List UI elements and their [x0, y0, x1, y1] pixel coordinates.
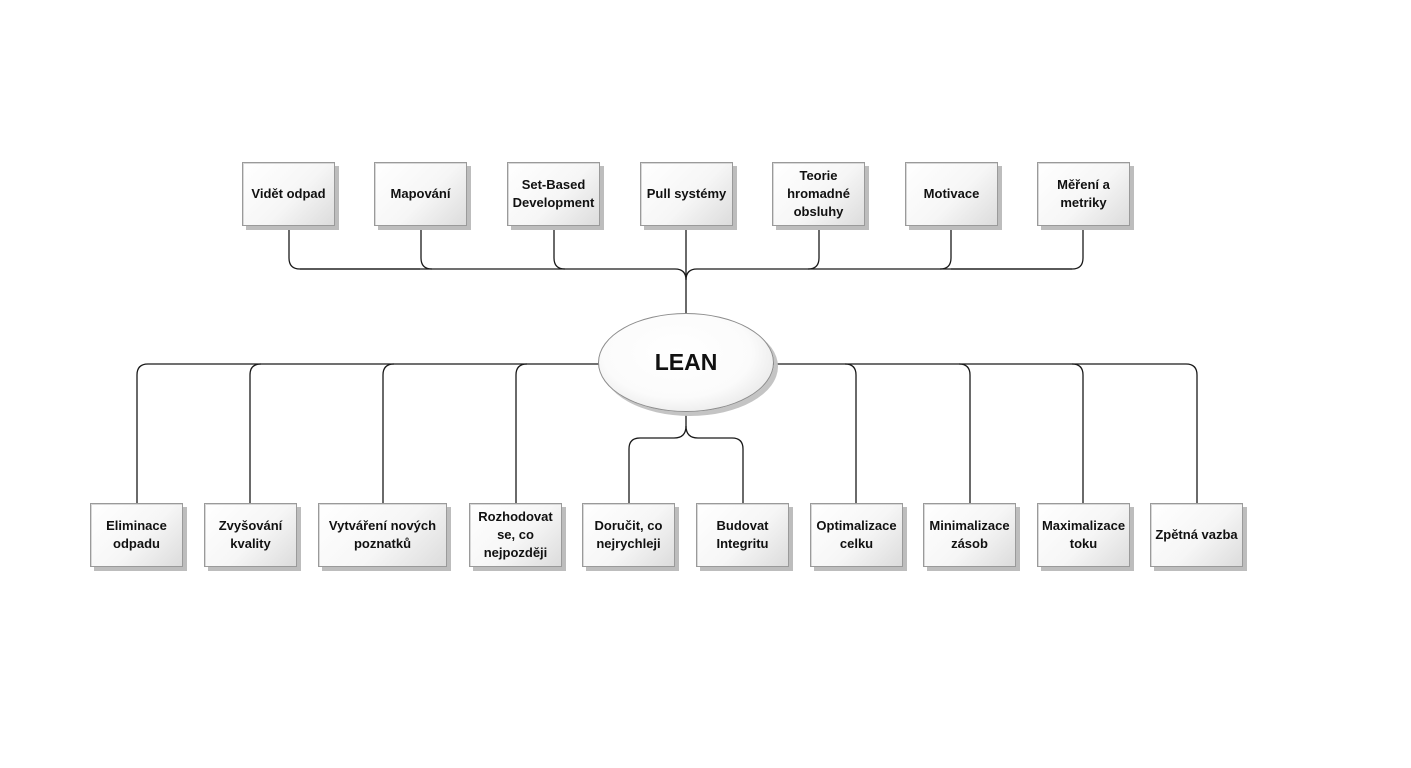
- connector-bottom-2: [249, 363, 262, 503]
- node-set-based-development: Set-Based Development: [507, 162, 600, 226]
- center-label: LEAN: [654, 349, 718, 375]
- connector-bottom-4: [515, 363, 528, 503]
- node-label: Minimalizace zásob: [929, 518, 1010, 551]
- node-label: Set-Based Development: [512, 177, 595, 210]
- node-dorucit-co-nejrychleji: Doručit, co nejrychleji: [582, 503, 675, 567]
- connector-bottom-8: [958, 363, 971, 503]
- connector-bottom-center: [628, 412, 687, 503]
- node-label: Zvyšování kvality: [218, 518, 283, 551]
- node-budovat-integritu: Budovat Integritu: [696, 503, 789, 567]
- node-label: Vidět odpad: [251, 186, 326, 201]
- connector-top-7: [951, 227, 1084, 270]
- node-label: Motivace: [923, 186, 980, 201]
- node-label: Vytváření nových poznatků: [328, 518, 437, 551]
- connector-top-5: [807, 227, 820, 270]
- connector-bottom-7: [844, 363, 857, 503]
- node-motivace: Motivace: [905, 162, 998, 226]
- node-rozhodovat-se-co-nejpozdeji: Rozhodovat se, co nejpozději: [469, 503, 562, 567]
- node-minimalizace-zasob: Minimalizace zásob: [923, 503, 1016, 567]
- node-label: Budovat Integritu: [716, 518, 769, 551]
- node-optimalizace-celku: Optimalizace celku: [810, 503, 903, 567]
- center-node-lean: LEAN: [598, 313, 774, 412]
- node-label: Doručit, co nejrychleji: [594, 518, 663, 551]
- connector-bottom-center-right: [685, 425, 744, 503]
- node-zpetna-vazba: Zpětná vazba: [1150, 503, 1243, 567]
- connector-top-bus: [300, 268, 1072, 281]
- connector-bottom-9: [1071, 363, 1084, 503]
- node-label: Eliminace odpadu: [106, 518, 167, 551]
- node-pull-systemy: Pull systémy: [640, 162, 733, 226]
- connector-top-6: [939, 227, 952, 270]
- connector-top-2: [420, 227, 433, 270]
- node-label: Zpětná vazba: [1155, 527, 1238, 542]
- node-zvysovani-kvality: Zvyšování kvality: [204, 503, 297, 567]
- node-label: Mapování: [390, 186, 451, 201]
- connector-bottom-right-bus: [773, 363, 1198, 503]
- connector-top-1: [288, 227, 420, 270]
- node-label: Optimalizace celku: [816, 518, 897, 551]
- node-mapovani: Mapování: [374, 162, 467, 226]
- node-label: Teorie hromadné obsluhy: [787, 168, 850, 219]
- node-label: Pull systémy: [646, 186, 727, 201]
- node-label: Měření a metriky: [1057, 177, 1110, 210]
- node-mereni-a-metriky: Měření a metriky: [1037, 162, 1130, 226]
- node-label: Maximalizace toku: [1041, 518, 1126, 551]
- node-teorie-hromadne-obsluhy: Teorie hromadné obsluhy: [772, 162, 865, 226]
- connector-top-3: [553, 227, 566, 270]
- node-videt-odpad: Vidět odpad: [242, 162, 335, 226]
- connector-bottom-3: [382, 363, 395, 503]
- node-eliminace-odpadu: Eliminace odpadu: [90, 503, 183, 567]
- node-label: Rozhodovat se, co nejpozději: [478, 509, 553, 560]
- node-maximalizace-toku: Maximalizace toku: [1037, 503, 1130, 567]
- connector-bottom-left-bus: [136, 363, 599, 503]
- node-vytvareni-novych-poznatku: Vytváření nových poznatků: [318, 503, 447, 567]
